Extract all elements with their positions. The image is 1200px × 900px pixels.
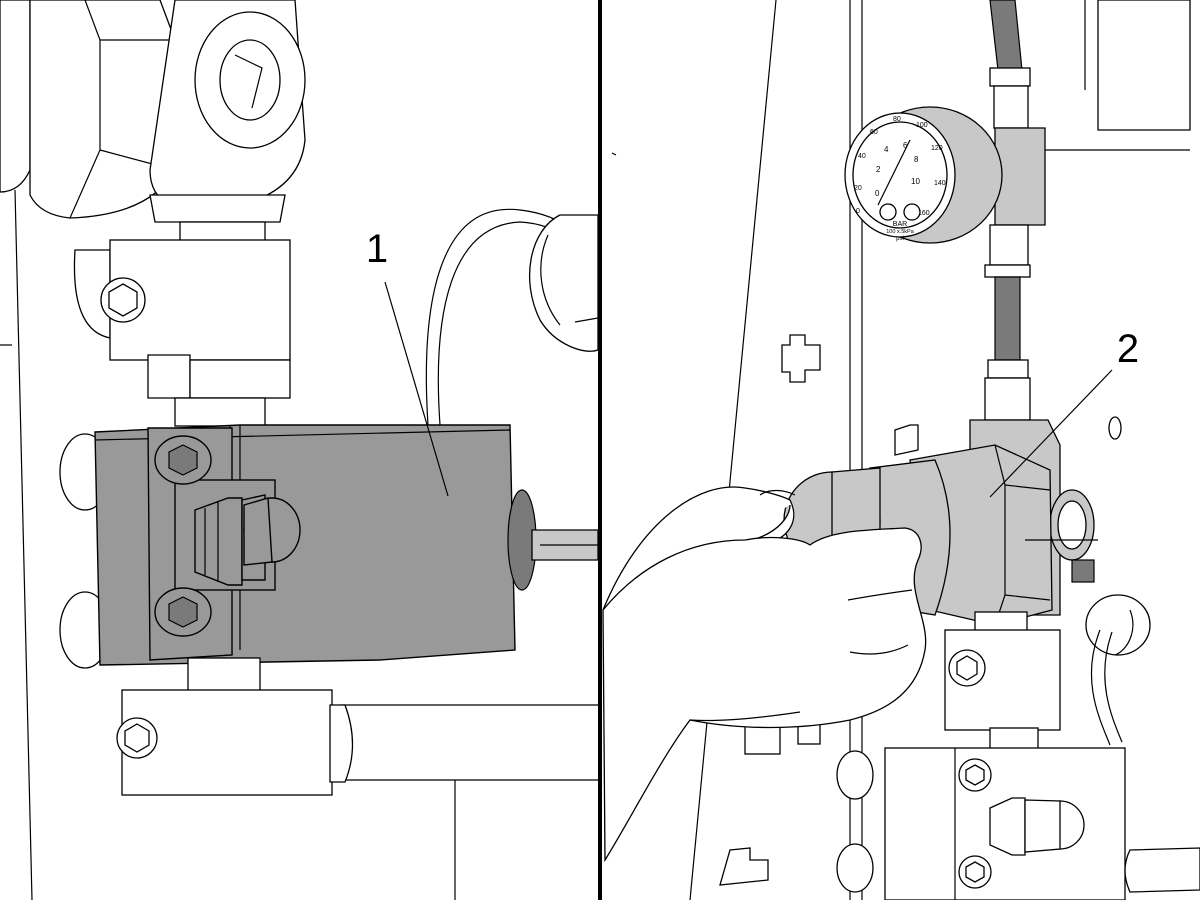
gauge-bar-2: 2: [876, 165, 881, 174]
tee-block-right: [944, 629, 1061, 751]
tee-block-lower: [116, 657, 354, 796]
gauge-unit-psi: psi: [896, 236, 904, 242]
regulator-block-right: [836, 747, 1200, 900]
gauge-bar-10: 10: [911, 177, 920, 186]
callout-1: 1: [366, 227, 449, 497]
gauge-bar-0: 0: [875, 189, 880, 198]
gauge-unit-kpa: 100 x.5kPa: [886, 229, 914, 235]
right-panel: 0 2 4 6 8 10 0 20 40 60 80 100 120 140 1…: [602, 0, 1200, 900]
pipe-union-top: [0, 0, 306, 243]
gauge-psi-160: 160: [918, 210, 930, 217]
callout-1-label: 1: [366, 227, 388, 271]
gauge-psi-0: 0: [856, 208, 860, 215]
gauge-bar-8: 8: [914, 155, 919, 164]
coiled-hose-right: [1085, 594, 1151, 746]
gauge-psi-120: 120: [931, 145, 943, 152]
gauge-psi-100: 100: [916, 122, 928, 129]
gauge-psi-20: 20: [854, 185, 862, 192]
callout-2-label: 2: [1117, 327, 1139, 371]
coiled-hose-left: [425, 208, 599, 426]
tee-block-upper: [73, 239, 291, 427]
pressure-regulator-block: [59, 424, 599, 669]
hose-middle: [984, 224, 1031, 421]
gauge-bar-4: 4: [884, 145, 889, 154]
gauge-bar-scale: 0 2 4 6 8 10: [875, 141, 920, 198]
callout-2: 2: [989, 327, 1139, 498]
gauge-psi-80: 80: [893, 116, 901, 123]
gauge-unit-bar: BAR: [893, 221, 907, 228]
hose-top: [989, 0, 1031, 129]
gauge-psi-scale: 0 20 40 60 80 100 120 140 160: [854, 116, 946, 217]
pressure-gauge: 0 2 4 6 8 10 0 20 40 60 80 100 120 140 1…: [844, 106, 1046, 244]
gauge-psi-140: 140: [934, 180, 946, 187]
left-panel: 1: [0, 0, 600, 900]
gauge-psi-60: 60: [870, 129, 878, 136]
gauge-psi-40: 40: [858, 153, 866, 160]
operator-hand: [602, 486, 927, 863]
gauge-bar-6: 6: [903, 141, 908, 150]
